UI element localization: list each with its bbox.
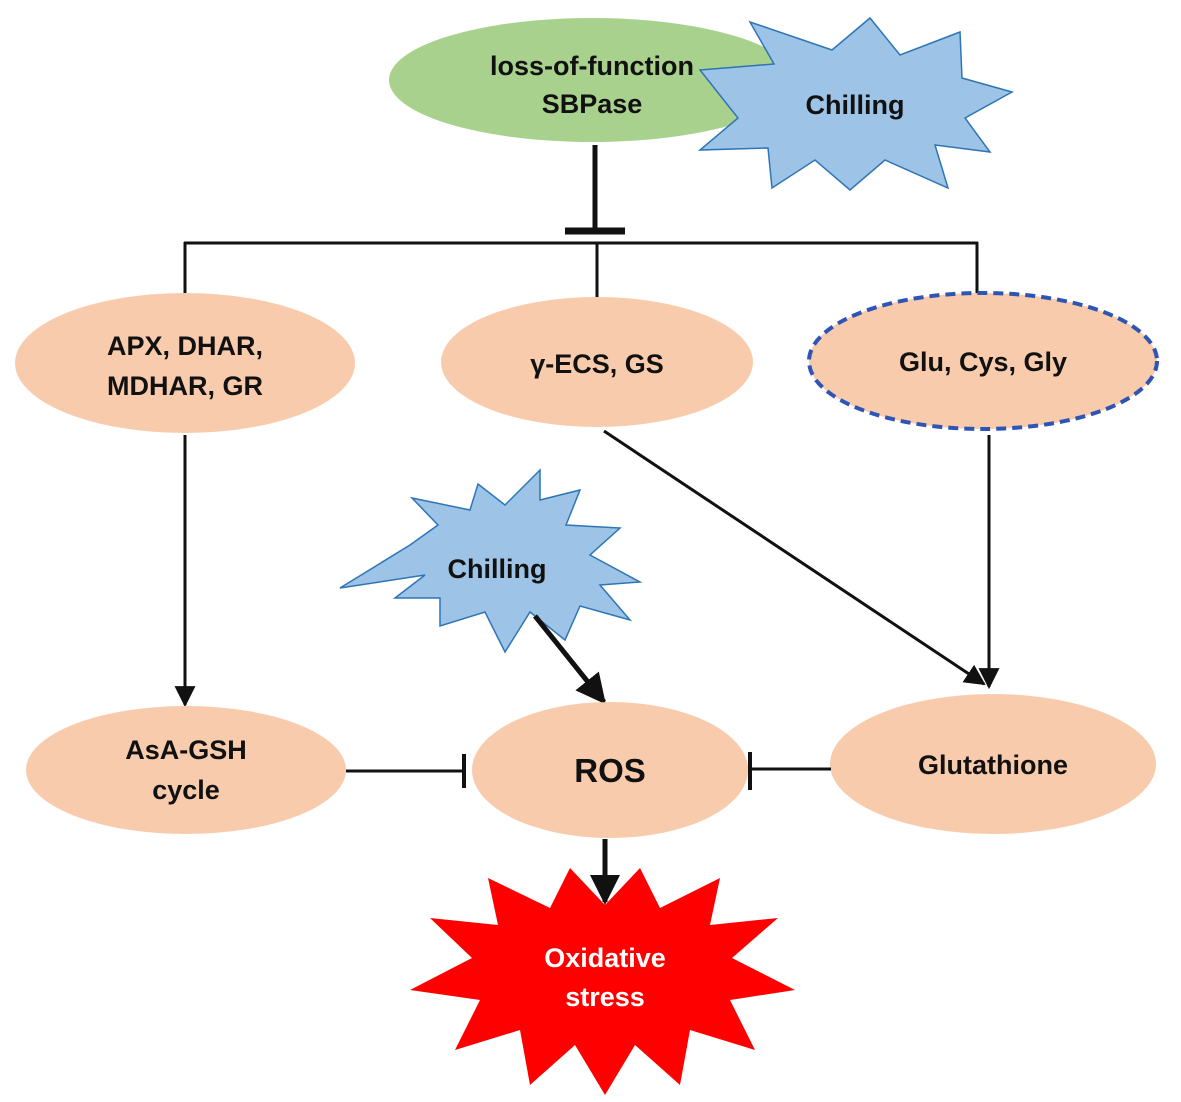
enzymes-left-ellipse bbox=[15, 293, 355, 433]
enzymes-mid-label: γ-ECS, GS bbox=[530, 349, 664, 379]
asa-gsh-label-line2: cycle bbox=[152, 775, 220, 805]
glutathione-label: Glutathione bbox=[918, 750, 1068, 780]
oxidative-stress-starburst bbox=[410, 868, 795, 1095]
enzymes-mid-ellipse bbox=[441, 297, 753, 427]
glutathione-node: Glutathione bbox=[830, 694, 1156, 834]
chilling-top-starburst bbox=[697, 16, 1014, 191]
oxidative-stress-node: Oxidative stress bbox=[410, 868, 795, 1095]
amino-acids-label: Glu, Cys, Gly bbox=[899, 347, 1067, 377]
amino-acids-node: Glu, Cys, Gly bbox=[807, 291, 1159, 431]
sbpase-label-line2: SBPase bbox=[542, 89, 643, 119]
chilling-mid-label: Chilling bbox=[448, 554, 547, 584]
asa-gsh-label-line1: AsA-GSH bbox=[125, 735, 247, 765]
sbpase-ellipse bbox=[389, 18, 795, 142]
glutathione-ellipse bbox=[830, 694, 1156, 834]
amino-acids-ellipse bbox=[807, 291, 1159, 431]
ros-label: ROS bbox=[574, 752, 646, 789]
chilling-mid-starburst bbox=[339, 468, 643, 654]
arrow-chilling-to-ros bbox=[533, 614, 606, 705]
chilling-mid-node: Chilling bbox=[339, 468, 643, 654]
asa-gsh-ellipse bbox=[26, 706, 346, 834]
oxidative-stress-label-line2: stress bbox=[565, 982, 645, 1012]
sbpase-label-line1: loss-of-function bbox=[490, 51, 694, 81]
ros-node: ROS bbox=[472, 702, 748, 838]
ros-ellipse bbox=[472, 702, 748, 838]
asa-gsh-node: AsA-GSH cycle bbox=[26, 706, 346, 834]
enzymes-left-label-line2: MDHAR, GR bbox=[107, 371, 263, 401]
oxidative-stress-label-line1: Oxidative bbox=[544, 943, 666, 973]
arrow-ecs-to-glutathione bbox=[603, 429, 986, 686]
enzymes-mid-node: γ-ECS, GS bbox=[441, 297, 753, 427]
enzymes-left-label-line1: APX, DHAR, bbox=[107, 331, 263, 361]
chilling-top-label: Chilling bbox=[806, 90, 905, 120]
sbpase-node: loss-of-function SBPase bbox=[389, 18, 795, 142]
chilling-top-node: Chilling bbox=[697, 16, 1014, 191]
enzymes-left-node: APX, DHAR, MDHAR, GR bbox=[15, 293, 355, 433]
